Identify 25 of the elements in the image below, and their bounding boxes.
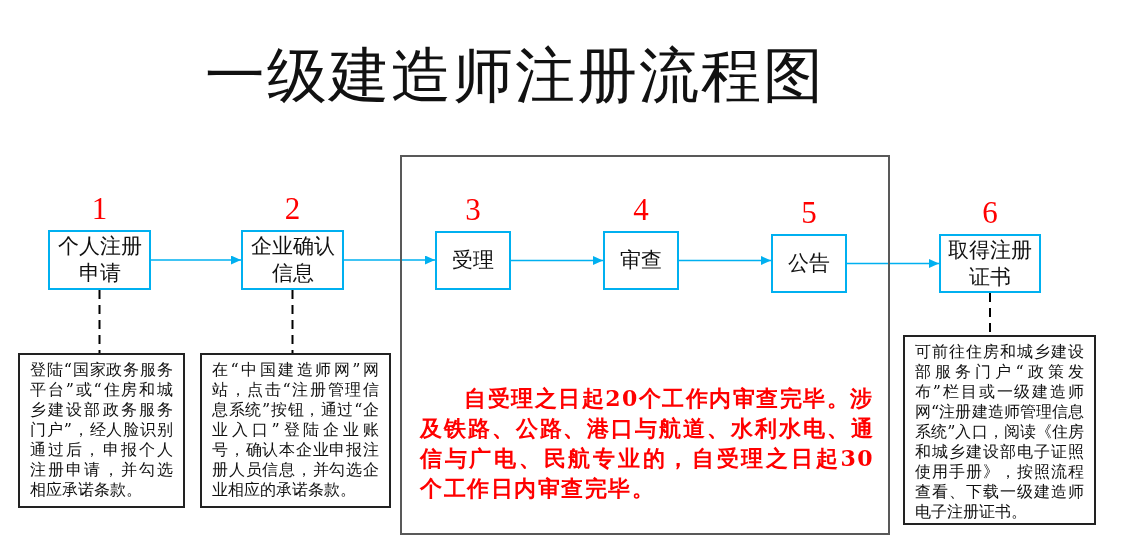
leader-line [291,289,294,354]
arrow [846,259,940,268]
arrow [150,255,242,265]
step-number: 5 [801,198,817,228]
step-box: 受理 [435,231,511,290]
title: 一级建造师注册流程图 [205,40,825,110]
step-number: 4 [633,195,649,225]
step-number: 1 [91,194,108,224]
arrow [343,255,436,265]
note-box: 在“中国建造师网”网站，点击“注册管理信息系统”按钮，通过“企业入口”登陆企业账号，确认本企业申报注册人员信息，并勾选企业相应的承诺条款。 [200,353,391,508]
note-box: 登陆“国家政务服务平台”或“住房和城乡建设部政务服务门户”，经人脸识别通过后，申报个人注册申请，并勾选相应承诺条款。 [18,353,185,508]
arrow [510,256,604,265]
step-box: 个人注册申请 [48,230,151,290]
step-number: 2 [284,194,301,224]
note-text: 自受理之日起20个工作内审查完毕。涉及铁路、公路、港口与航道、水利水电、通信与广电、民航专业的，自受理之日起30个工作日内审查完毕。 [420,384,874,503]
step-box: 企业确认信息 [241,230,344,290]
step-box: 审查 [603,231,679,290]
step-number: 3 [465,195,481,225]
step-box: 公告 [771,234,847,293]
step-box: 取得注册证书 [939,234,1041,293]
arrow [678,256,772,265]
leader-line [98,289,101,354]
note-box: 可前往住房和城乡建设部服务门户“政策发布”栏目或一级建造师网“注册建造师管理信息系统”入口，阅读《住房和城乡建设部电子证照使用手册》，按照流程查看、下载一级建造师电子注册证书。 [903,335,1096,525]
group-frame [400,155,890,535]
step-number: 6 [982,198,998,228]
